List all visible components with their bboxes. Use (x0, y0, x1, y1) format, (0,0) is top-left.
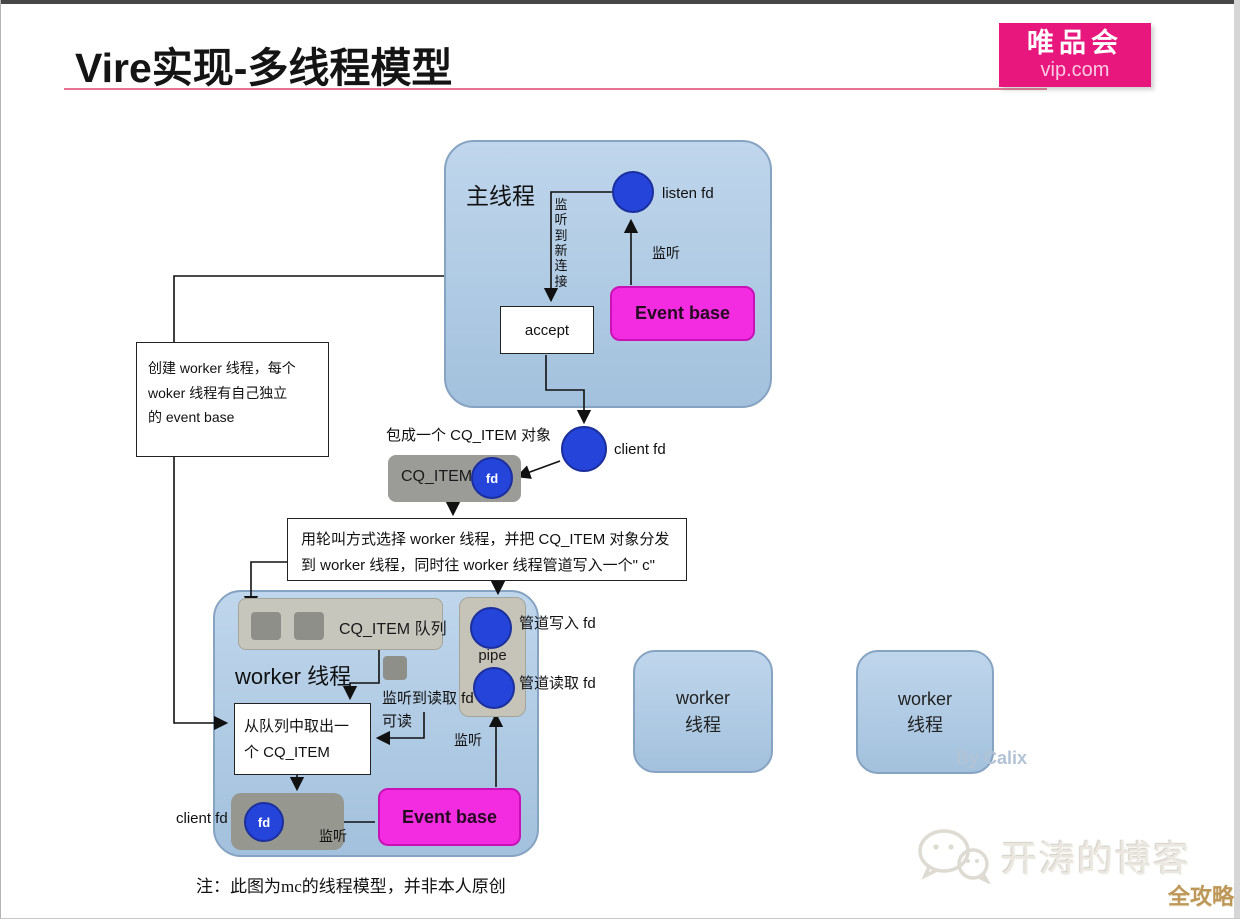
client-fd-circle (561, 426, 607, 472)
dequeue-note: 从队列中取出一 个 CQ_ITEM (234, 703, 371, 775)
right-edge-strip (1234, 0, 1240, 918)
pipe-write-fd-circle (470, 607, 512, 649)
cq-item-fd-label: fd (485, 470, 499, 486)
page-title: Vire实现-多线程模型 (75, 45, 453, 91)
listen-label-read: 监听 (454, 732, 482, 748)
vip-logo: 唯品会 vip.com (999, 23, 1151, 87)
listen-new-connection-note: 监 听 到 新 连 接 (554, 197, 568, 289)
blog-name: 开涛的博客 (1001, 838, 1192, 879)
event-base-worker-label: Event base (401, 806, 498, 827)
worker-fd-label: fd (257, 814, 271, 830)
listen-fd-label: listen fd (662, 185, 714, 202)
worker-thread-box-3: worker 线程 (856, 650, 994, 774)
accept-box: accept (500, 306, 594, 354)
wechat-icon (918, 829, 991, 884)
cq-item-queue-box: CQ_ITEM 队列 (238, 598, 447, 650)
create-worker-note: 创建 worker 线程，每个 woker 线程有自己独立 的 event ba… (136, 342, 329, 457)
listen-label-main: 监听 (652, 245, 680, 261)
client-fd-label: client fd (614, 441, 666, 458)
listen-fd-circle (612, 171, 654, 213)
worker-thread-box-2: worker 线程 (633, 650, 773, 773)
queue-item-square (294, 612, 324, 640)
cq-item-small-square (383, 656, 407, 680)
accept-label: accept (524, 321, 570, 339)
listen-read-note: 监听到读取 fd 可读 (382, 690, 474, 731)
worker-thread-label: worker 线程 (235, 664, 352, 689)
cq-item-label: CQ_ITEM (401, 468, 473, 485)
pipe-write-fd-label: 管道写入 fd (519, 615, 596, 632)
worker-thread-2-label: worker 线程 (675, 688, 730, 735)
listen-label-fd: 监听 (319, 828, 347, 844)
worker-fd-circle: fd (244, 802, 284, 842)
round-robin-note: 用轮叫方式选择 worker 线程，并把 CQ_ITEM 对象分发 到 work… (287, 518, 687, 581)
title-underline (64, 88, 1047, 90)
cq-item-fd-circle: fd (471, 457, 513, 499)
event-base-main: Event base (610, 286, 755, 341)
vip-logo-cn: 唯品会 (1027, 27, 1123, 58)
event-base-worker: Event base (378, 788, 521, 846)
queue-item-square (251, 612, 281, 640)
cq-item-queue-label: CQ_ITEM 队列 (339, 621, 447, 638)
top-border-bar (1, 0, 1240, 4)
pipe-read-fd-label: 管道读取 fd (519, 675, 596, 692)
pipe-label: pipe (478, 647, 507, 664)
watermark-by-calix: By Calix (956, 748, 1028, 768)
badge-quangonglue: 全攻略 (1168, 884, 1235, 909)
wrap-cqitem-note: 包成一个 CQ_ITEM 对象 (386, 427, 552, 444)
main-thread-label: 主线程 (466, 183, 535, 209)
footer-note: 注：此图为mc的线程模型，并非本人原创 (196, 877, 506, 896)
worker-client-fd-label: client fd (176, 810, 228, 827)
pipe-read-fd-circle (473, 667, 515, 709)
worker-thread-3-label: worker 线程 (897, 688, 952, 735)
vip-logo-domain: vip.com (1040, 58, 1110, 81)
event-base-main-label: Event base (634, 303, 731, 323)
